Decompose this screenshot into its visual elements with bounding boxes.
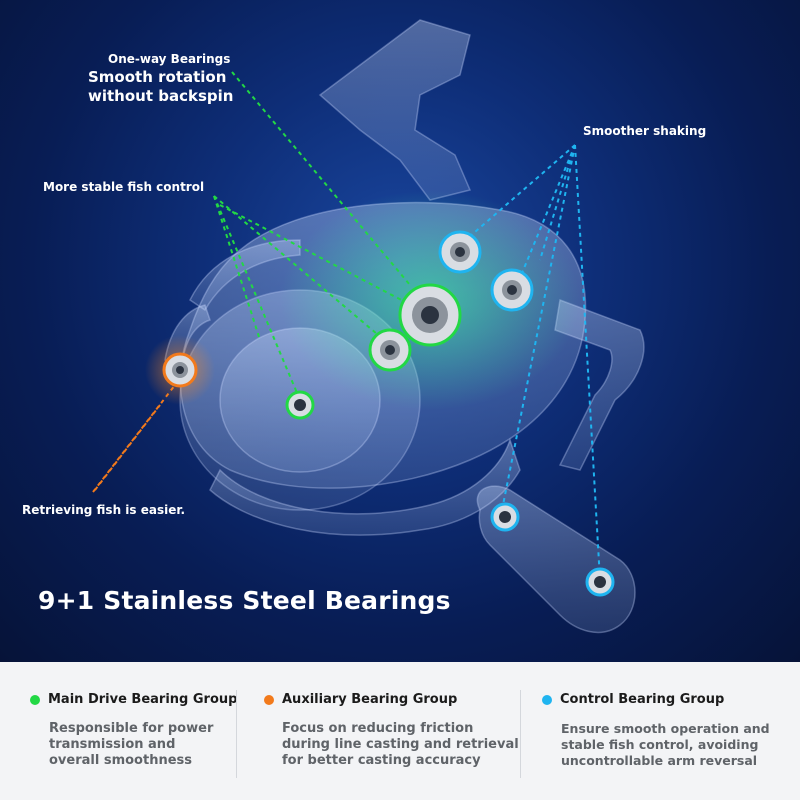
- legend-group-control: Control Bearing Group Ensure smooth oper…: [542, 692, 770, 769]
- legend-title: Control Bearing Group: [560, 692, 725, 707]
- bearing-auxiliary: [162, 352, 198, 388]
- divider: [236, 690, 237, 778]
- bearing-control-1: [438, 230, 482, 274]
- blue-dot-icon: [542, 694, 552, 705]
- divider: [520, 690, 521, 778]
- green-dot-icon: [30, 694, 40, 705]
- leader-lines: [92, 71, 601, 581]
- legend-desc: Ensure smooth operation and stable fish …: [561, 721, 770, 768]
- callout-oneway-desc: Smooth rotation without backspin: [88, 68, 234, 105]
- bearing-main-3: [285, 390, 315, 420]
- fishing-reel-diagram: [92, 19, 645, 634]
- bearing-control-4: [585, 567, 615, 597]
- callout-oneway-title: One-way Bearings: [108, 52, 231, 66]
- bearing-control-3: [490, 502, 520, 532]
- callout-stable-control: More stable fish control: [43, 180, 205, 194]
- bearing-main-2: [368, 328, 412, 372]
- bearing-main-large: [398, 283, 462, 347]
- legend-group-main: Main Drive Bearing Group Responsible for…: [30, 692, 237, 769]
- product-illustration: One-way Bearings Smooth rotation without…: [0, 0, 800, 662]
- legend-desc: Focus on reducing friction during line c…: [282, 721, 519, 768]
- legend-title: Main Drive Bearing Group: [48, 692, 238, 707]
- headline: 9+1 Stainless Steel Bearings: [38, 586, 451, 615]
- legend-desc: Responsible for power transmission and o…: [49, 721, 214, 768]
- bearing-control-2: [490, 268, 534, 312]
- callout-retrieving: Retrieving fish is easier.: [22, 503, 186, 517]
- legend-group-auxiliary: Auxiliary Bearing Group Focus on reducin…: [264, 692, 519, 769]
- legend-panel: Main Drive Bearing Group Responsible for…: [0, 662, 800, 800]
- orange-dot-icon: [264, 694, 274, 705]
- callout-smoother-shaking: Smoother shaking: [583, 124, 707, 138]
- legend-title: Auxiliary Bearing Group: [282, 692, 458, 707]
